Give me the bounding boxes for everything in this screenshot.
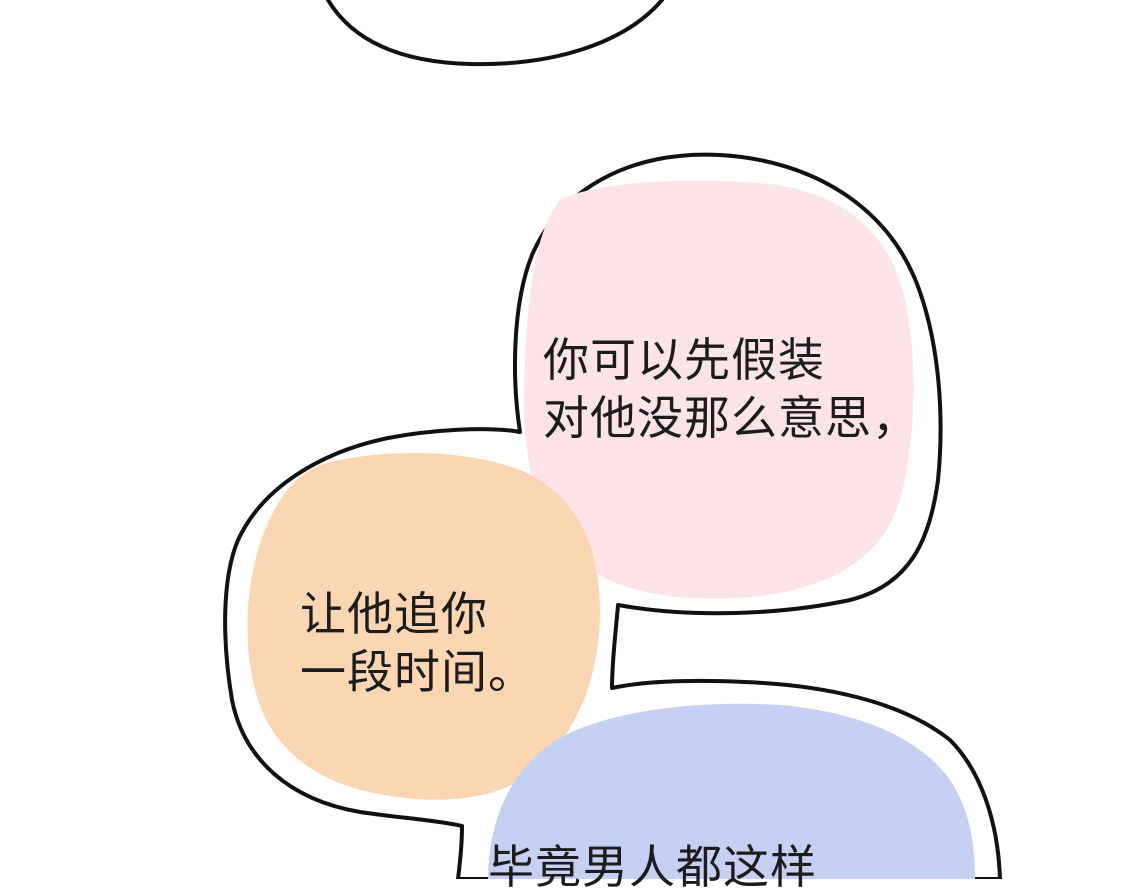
peach-bubble-line-2: 一段时间。 — [300, 645, 535, 699]
pink-bubble-line-1: 你可以先假装 — [543, 333, 825, 387]
pink-bubble-text: 你可以先假装 对他没那么意思， — [543, 331, 919, 447]
blue-bubble — [488, 703, 975, 879]
top-speech-bubble — [326, 0, 664, 67]
pink-bubble-line-2: 对他没那么意思， — [543, 391, 919, 445]
peach-bubble-line-1: 让他追你 — [300, 587, 488, 641]
peach-bubble — [247, 452, 601, 800]
blue-bubble-line-1: 毕竟男人都这样 — [488, 840, 817, 894]
blue-bubble-text: 毕竟男人都这样 — [488, 838, 817, 896]
peach-bubble-text: 让他追你 一段时间。 — [300, 585, 535, 701]
pink-bubble — [523, 180, 914, 599]
